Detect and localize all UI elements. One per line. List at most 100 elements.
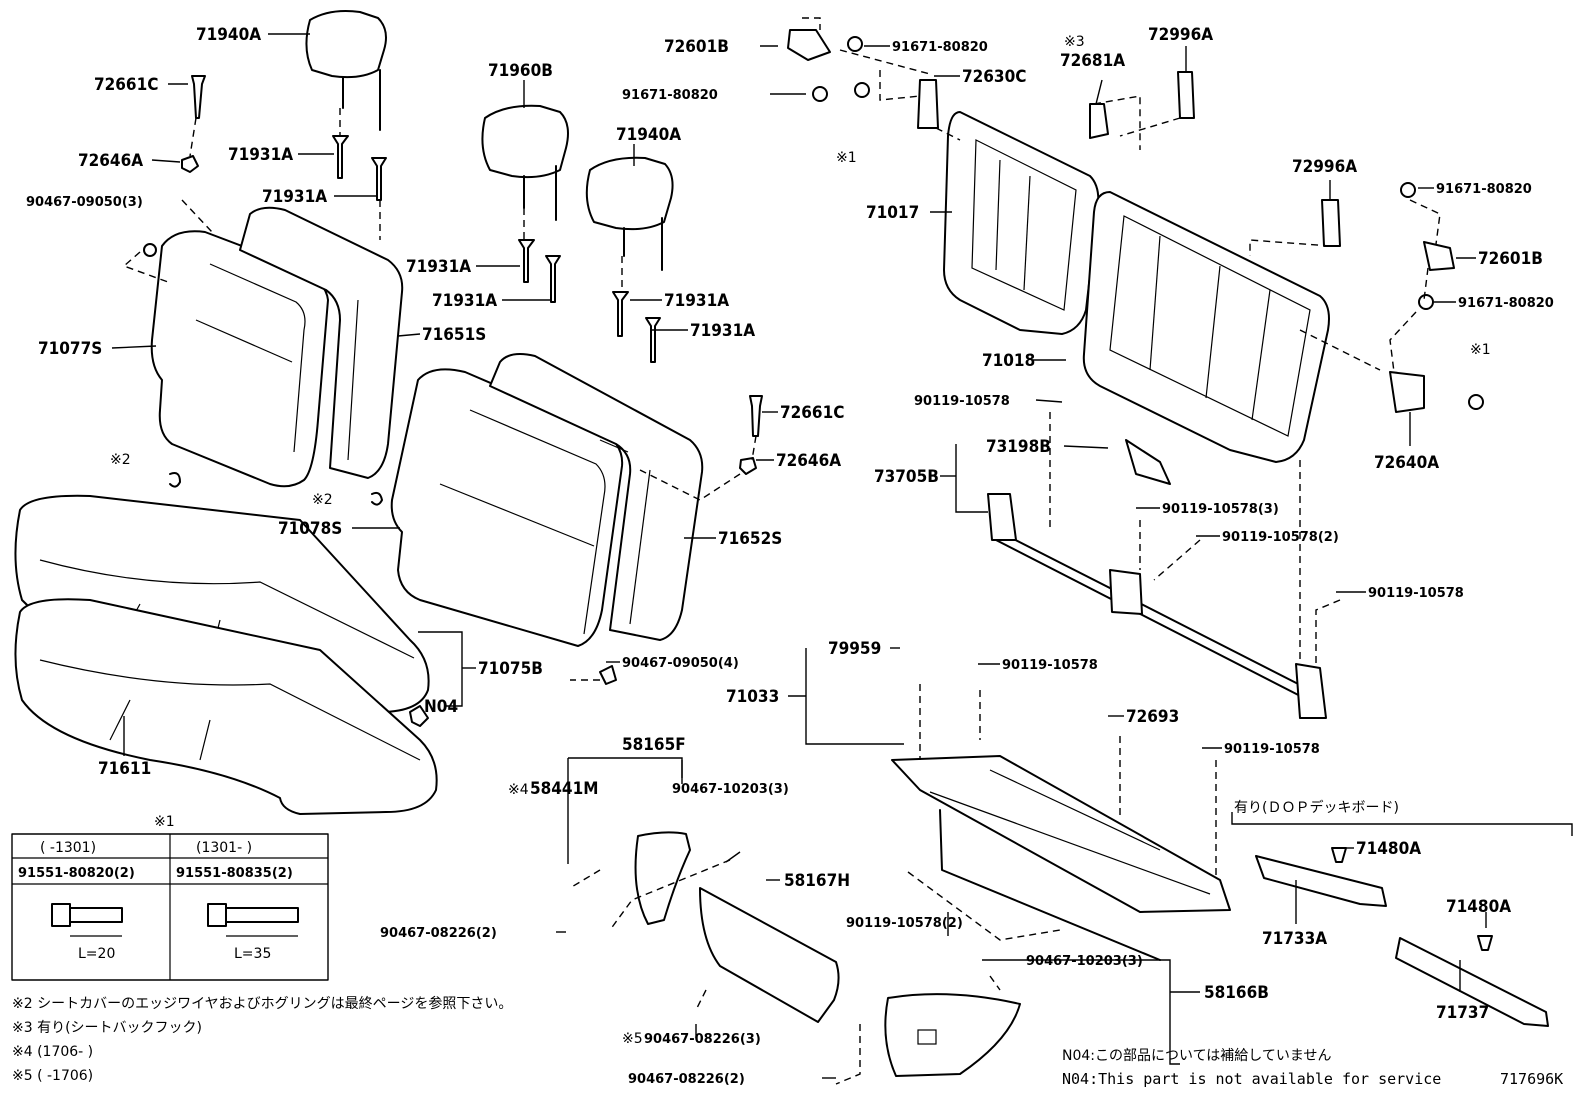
label-90119-10578: 90119-10578(2) (1222, 530, 1339, 545)
table-col1-part: 91551-80820(2) (18, 866, 135, 881)
label-90119-10578: 90119-10578 (1224, 742, 1320, 757)
label-72661C: 72661C (780, 403, 844, 423)
leader-lines (111, 33, 1573, 1079)
label-79959: 79959 (828, 639, 881, 659)
headrest-71940A-right (585, 156, 674, 271)
label-71940A: 71940A (616, 125, 681, 145)
small-clips (143, 243, 617, 727)
mark-4: ※4 (508, 782, 529, 798)
bolt-spec-table: ※1 ( -1301) (1301- ) 91551-80820(2) 9155… (11, 814, 329, 981)
table-col2-range: (1301- ) (196, 840, 252, 856)
label-90119-10578: 90119-10578 (914, 394, 1010, 409)
assembly-lines (122, 17, 1441, 1085)
label-72996A: 72996A (1292, 157, 1357, 177)
table-col1-length: L=20 (78, 946, 115, 962)
note-n04-jp: N04:この部品については補給していません (1062, 1048, 1331, 1064)
mark-1: ※1 (1470, 342, 1491, 358)
label-90467-08226: 90467-08226(3) (644, 1032, 761, 1047)
label-90467-08226: 90467-08226(2) (628, 1072, 745, 1087)
mark-2: ※2 (110, 452, 131, 468)
label-58441M: 58441M (530, 779, 598, 799)
label-90119-10578: 90119-10578(2) (846, 916, 963, 931)
label-71018: 71018 (982, 351, 1035, 371)
note-4: ※4 (1706- ) (12, 1044, 93, 1060)
mark-2: ※2 (312, 492, 333, 508)
label-71017: 71017 (866, 203, 919, 223)
frame-71033 (891, 755, 1231, 961)
dop-header: 有り(ＤＯＰデッキボード) (1234, 799, 1399, 816)
frame-73705B (987, 439, 1327, 719)
headrest-71940A-left (305, 10, 387, 131)
table-title: ※1 (154, 814, 175, 830)
label-90467-10203: 90467-10203(3) (672, 782, 789, 797)
cover-58167H (699, 887, 840, 1023)
cover-58166B (884, 993, 1021, 1077)
diagram-id: 717696K (1500, 1070, 1563, 1088)
label-71960B: 71960B (488, 61, 553, 81)
label-91671-80820: 91671-80820 (892, 40, 988, 55)
label-90467-09050: 90467-09050(4) (622, 656, 739, 671)
label-91671-80820: 91671-80820 (1436, 182, 1532, 197)
label-71931A: 71931A (228, 145, 293, 165)
label-90467-08226: 90467-08226(2) (380, 926, 497, 941)
label-72693: 72693 (1126, 707, 1179, 727)
label-71931A: 71931A (406, 257, 471, 277)
label-91671-80820: 91671-80820 (1458, 296, 1554, 311)
label-90467-10203: 90467-10203(3) (1026, 954, 1143, 969)
seatback-cover-71651S (239, 206, 404, 479)
table-col2-length: L=35 (234, 946, 271, 962)
label-71480A: 71480A (1356, 839, 1421, 859)
label-71931A: 71931A (664, 291, 729, 311)
part-labels: 71940A 72661C 72646A 71931A 71931A 90467… (26, 25, 1554, 1087)
label-72996A: 72996A (1148, 25, 1213, 45)
label-71075B: 71075B (478, 659, 543, 679)
label-71931A: 71931A (432, 291, 497, 311)
label-90119-10578: 90119-10578(3) (1162, 502, 1279, 517)
mark-3: ※3 (1064, 34, 1085, 50)
mark-1: ※1 (836, 150, 857, 166)
frame-71017 (943, 111, 1100, 335)
label-71931A: 71931A (262, 187, 327, 207)
label-58167H: 58167H (784, 871, 850, 891)
mark-5: ※5 (622, 1031, 643, 1047)
label-90119-10578: 90119-10578 (1368, 586, 1464, 601)
label-71733A: 71733A (1262, 929, 1327, 949)
label-72640A: 72640A (1374, 453, 1439, 473)
label-71611: 71611 (98, 759, 151, 779)
note-3: ※3 有り(シートバックフック) (12, 1020, 202, 1036)
seat-cushion-71611 (14, 598, 438, 815)
label-71737: 71737 (1436, 1003, 1489, 1023)
label-91671-80820: 91671-80820 (622, 88, 718, 103)
label-71940A: 71940A (196, 25, 261, 45)
seatback-71078S (390, 368, 624, 647)
label-72661C: 72661C (94, 75, 158, 95)
frame-71018 (1082, 191, 1330, 463)
label-72630C: 72630C (962, 67, 1026, 87)
footnotes: ※2 シートカバーのエッジワイヤおよびホグリングは最終ページを参照下さい。 ※3… (12, 995, 1563, 1088)
note-5: ※5 ( -1706) (12, 1068, 93, 1084)
label-90467-09050: 90467-09050(3) (26, 195, 143, 210)
label-N04: N04 (424, 697, 458, 717)
label-71078S: 71078S (278, 519, 342, 539)
headrest-71960B (481, 104, 569, 221)
label-73198B: 73198B (986, 437, 1051, 457)
label-71077S: 71077S (38, 339, 102, 359)
label-73705B: 73705B (874, 467, 939, 487)
headrest-guides (181, 75, 763, 475)
label-71480A: 71480A (1446, 897, 1511, 917)
label-72601B: 72601B (664, 37, 729, 57)
label-90119-10578: 90119-10578 (1002, 658, 1098, 673)
cover-58165F (634, 831, 691, 925)
label-72601B: 72601B (1478, 249, 1543, 269)
label-58166B: 58166B (1204, 983, 1269, 1003)
label-71931A: 71931A (690, 321, 755, 341)
deck-board-brackets (1255, 847, 1549, 1027)
note-2: ※2 シートカバーのエッジワイヤおよびホグリングは最終ページを参照下さい。 (12, 995, 512, 1012)
label-72646A: 72646A (78, 151, 143, 171)
note-n04-en: N04:This part is not available for servi… (1062, 1070, 1441, 1088)
seatback-cover-71652S (489, 353, 704, 641)
label-72681A: 72681A (1060, 51, 1125, 71)
label-71033: 71033 (726, 687, 779, 707)
label-58165F: 58165F (622, 735, 686, 755)
